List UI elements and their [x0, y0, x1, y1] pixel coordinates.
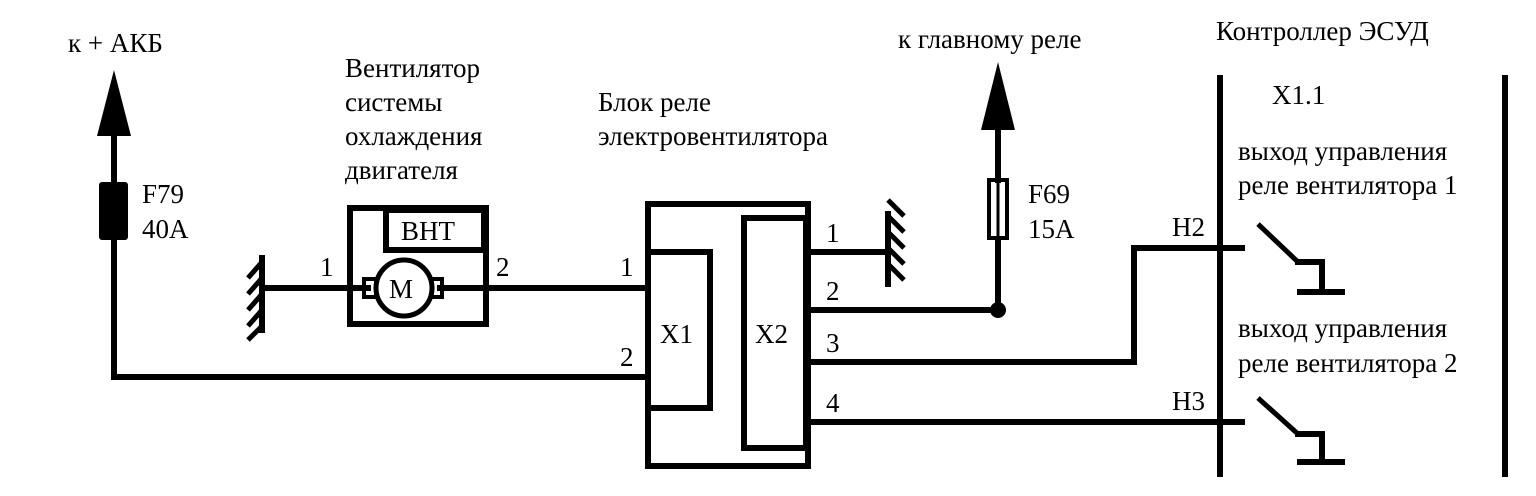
vnt-label: ВНТ — [401, 216, 456, 246]
motor-pin1-label: 1 — [320, 252, 334, 282]
x2-pin3-wire — [803, 245, 1223, 365]
controller-title: Контроллер ЭСУД — [1216, 16, 1429, 46]
relay-block-title-line2: электровентилятора — [598, 121, 828, 151]
ground-left-icon — [246, 255, 265, 342]
connector-x2-label: X2 — [755, 319, 788, 349]
x2-pin1-label: 1 — [826, 218, 840, 248]
arrow-up-icon — [981, 62, 1015, 130]
fuse-f69-name: F69 — [1028, 179, 1070, 209]
connector-x1-label: X1 — [660, 319, 693, 349]
fan-title-line2: системы — [345, 87, 442, 117]
label-to-battery: к + АКБ — [68, 28, 163, 58]
pin-h2-label: H2 — [1172, 212, 1205, 242]
ground-right-icon — [885, 198, 906, 287]
label-to-main-relay: к главному реле — [898, 24, 1082, 54]
vnt-box — [383, 207, 487, 253]
x1-pin2-label: 2 — [620, 342, 634, 372]
output2-line2: реле вентилятора 2 — [1238, 348, 1458, 378]
connector-x11-label: X1.1 — [1272, 80, 1325, 110]
fuse-f79-rating: 40A — [142, 214, 189, 244]
output1-line1: выход управления — [1238, 136, 1447, 166]
x2-pin3-label: 3 — [826, 328, 840, 358]
output2-line1: выход управления — [1238, 313, 1447, 343]
pin-h3-label: H3 — [1172, 386, 1205, 416]
fuse-f69-rating: 15A — [1028, 214, 1075, 244]
relay-block-title-line1: Блок реле — [598, 87, 711, 117]
output1-line2: реле вентилятора 1 — [1238, 170, 1458, 200]
fuse-f79-name: F79 — [142, 179, 184, 209]
connector-x1 — [645, 249, 713, 411]
fuse-f79-icon — [99, 182, 128, 240]
arrow-up-icon — [97, 70, 131, 136]
fan-title-line4: двигателя — [345, 155, 458, 185]
switch-output2-icon — [1256, 396, 1345, 465]
x1-pin1-label: 1 — [620, 252, 634, 282]
battery-wire-lower — [111, 237, 651, 380]
motor-pin2-label: 2 — [496, 252, 510, 282]
fan-title-line3: охлаждения — [345, 121, 482, 151]
switch-output1-icon — [1256, 222, 1345, 295]
x2-pin4-label: 4 — [826, 388, 840, 418]
x2-pin2-label: 2 — [826, 276, 840, 306]
connector-x2 — [741, 215, 809, 451]
motor-label: M — [389, 274, 413, 304]
fan-title-line1: Вентилятор — [345, 53, 480, 83]
